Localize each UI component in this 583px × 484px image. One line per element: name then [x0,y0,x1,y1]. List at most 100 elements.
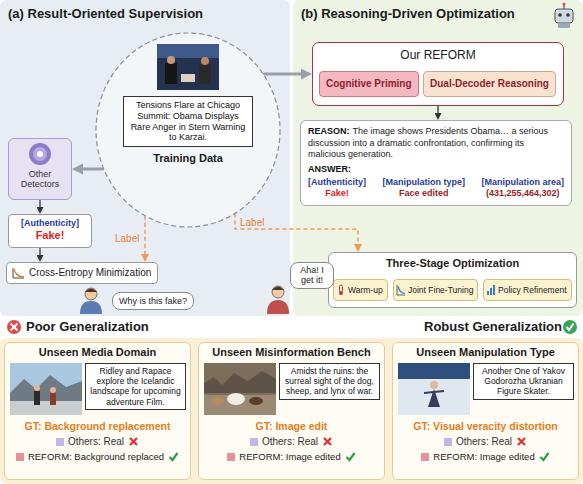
photo-figure [165,63,177,84]
success-icon [563,320,577,334]
photo-figure [167,56,175,64]
node-title: Unseen Misinformation Bench [199,346,384,358]
answer-row: [Authenticity]Fake! [Manipulation type]Fa… [308,177,564,200]
detector-icon [28,142,52,166]
card-photo [10,363,82,415]
node-text: (431,255,464,302) [481,188,564,200]
example-card: Unseen Manipulation TypeGT: Visual verac… [392,342,579,480]
node-title: Ridley and Rapace explore the Icelandic … [89,366,182,407]
node-title: Three-Stage Optimization [329,257,576,269]
person-icon [85,289,97,293]
thermometer-icon [340,285,343,292]
node-title: Other Detectors [10,169,70,190]
flow-arrow [263,73,305,76]
node-title: Warm-up [348,280,383,300]
person-icon [272,287,284,291]
result-row: Others: Real [393,436,578,447]
answer-field: [Authenticity]Fake! [308,177,366,200]
caption-box: Tensions Flare at Chicago Summit: Obama … [123,96,253,147]
result-box: [Authenticity]Fake! [8,214,92,248]
node-text: REFORM: Image edited [433,451,534,462]
node-title: Tensions Flare at Chicago Summit: Obama … [128,100,248,143]
right-mark [345,451,356,462]
method-swatch [227,453,235,461]
node-text: [Authenticity] [308,177,366,189]
photo-figure [424,391,444,393]
answer-field: [Manipulation type]Face edited [382,177,465,200]
bar-icon [493,285,495,295]
flow-arrow [79,168,104,171]
step-icon [397,285,405,295]
wrong-mark [324,438,331,445]
label-holder: Robust Generalization [424,319,562,334]
node-title: Unseen Manipulation Type [393,346,578,358]
right-mark [346,453,354,460]
wrong-mark [130,438,137,445]
panel: (b) Reasoning-Driven OptimizationOur REF… [293,0,583,316]
label-holder: Label [115,233,139,244]
label-arrow [235,213,358,247]
bar-icon [490,288,492,295]
method-swatch [250,438,258,446]
loss-icon [12,267,25,279]
robot-icon [558,13,562,17]
person-icon [272,286,284,298]
dashed-circle [96,33,280,227]
node-title: Dual-Decoder Reasoning [430,72,549,96]
node-title: (a) Result-Oriented Supervision [8,6,282,21]
wrong-mark [518,438,525,445]
method-swatch [56,438,64,446]
edge-label: Label [115,233,139,244]
loss-icon [13,268,24,278]
node-text: REFORM: Background replaced [28,451,164,462]
photo-figure [430,381,438,389]
answer-field: [Manipulation area](431,255,464,302) [481,177,564,200]
curve-icon [397,285,405,295]
node-title: Cross-Entropy Minimization [29,266,151,280]
wrong-mark [128,436,139,447]
photo-animal [227,393,245,405]
flow-arrow [39,200,40,210]
stage-step: Policy Refinement [483,279,572,301]
card-photo [398,363,470,415]
robot-icon [562,2,565,5]
node-title: Cognitive Priming [326,72,412,96]
model-box: Our REFORM Cognitive Priming Dual-Decoder … [312,42,564,106]
result-row: REFORM: Image edited [199,451,384,462]
panel-ground [0,338,583,484]
stage-box: Three-Stage OptimizationWarm-up Joint Fin… [328,252,577,308]
node-text: GT: Background replacement [5,420,190,432]
card-photo [10,401,82,415]
example-card: Unseen Misinformation BenchGT: Image edi… [198,342,385,480]
person-icon [80,301,102,314]
stage-step: Joint Fine-Tuning [393,279,478,301]
result-row: Others: Real [5,436,190,447]
node-text: Others: Real [262,436,318,447]
photo-animal [212,397,224,405]
caption-box: Another One of Yakov Godorozha Ukranian … [473,363,574,400]
method-swatch [16,453,24,461]
photo-table [181,74,195,82]
bar-icon [487,291,489,295]
module-box: Cognitive Priming [319,71,419,97]
robot-icon [555,9,573,23]
step-icon [337,285,345,295]
right-mark [168,451,179,462]
right-mark [540,453,548,460]
thermometer-icon [339,291,343,295]
node-title: (b) Reasoning-Driven Optimization [301,6,575,21]
result-row: REFORM: Image edited [393,451,578,462]
label-holder: Label [240,217,264,228]
node-text: GT: Image edit [199,420,384,432]
node-text: Fake! [308,188,366,200]
panel: (a) Result-Oriented SupervisionTraining … [0,0,290,316]
answer-box: REASON:The image shows Presidents Obama…… [300,120,572,206]
photo-figure [50,387,56,393]
photo-figure [201,57,209,65]
detector-box: Other Detectors [8,138,72,200]
example-card: Unseen Media DomainGT: Background replac… [4,342,191,480]
node-title: Our REFORM [313,48,563,62]
news-photo [157,44,219,90]
node-text: Fake! [9,229,91,242]
